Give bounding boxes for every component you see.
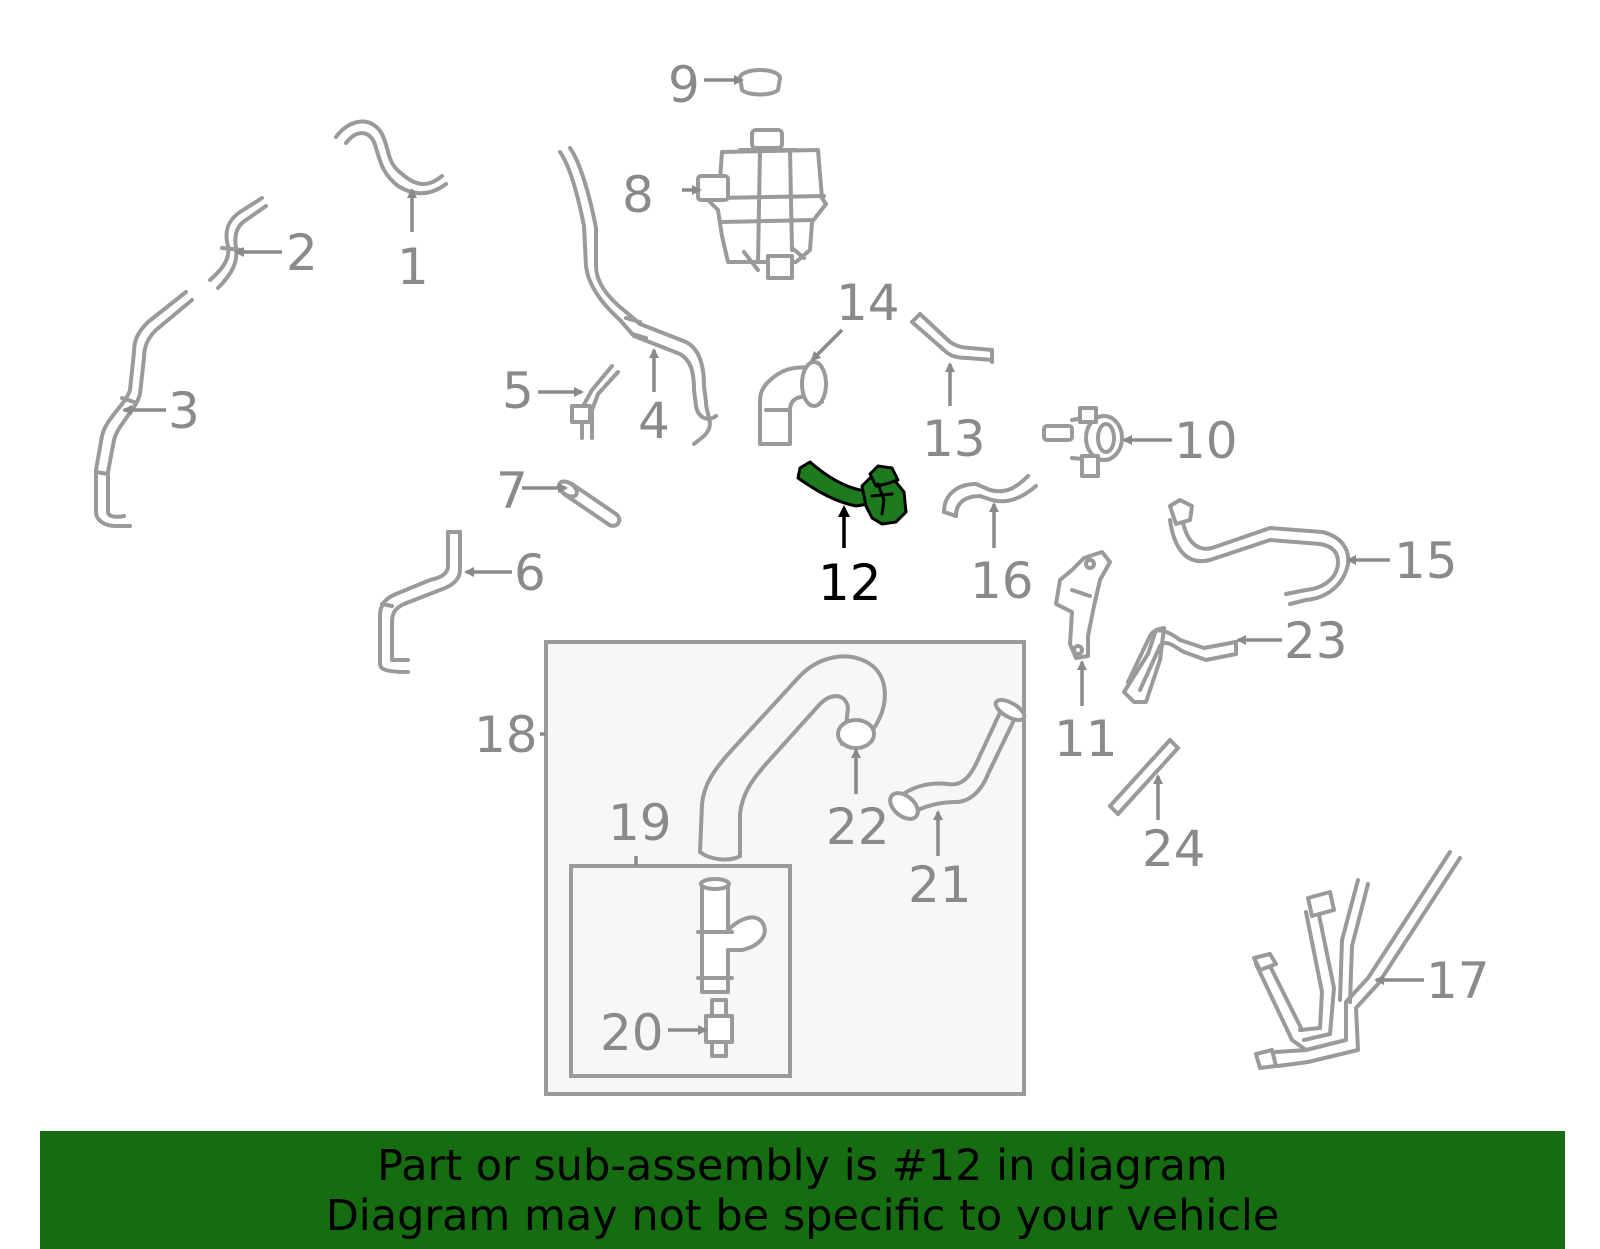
part-11-bracket[interactable] — [1054, 550, 1112, 660]
callout-11: 11 — [1054, 660, 1118, 768]
part-24-rod[interactable] — [1108, 738, 1180, 816]
callout-21: 21 — [908, 810, 972, 914]
callout-2: 2 — [234, 224, 318, 282]
callout-22-label: 22 — [826, 798, 890, 856]
assembly-box-19 — [569, 864, 792, 1078]
callout-24-label: 24 — [1142, 820, 1206, 878]
callout-10: 10 — [1122, 412, 1238, 470]
callout-12-label: 12 — [818, 554, 882, 612]
callout-6-label: 6 — [514, 544, 546, 602]
part-16-hose[interactable] — [942, 474, 1038, 518]
callout-15: 15 — [1346, 532, 1458, 590]
part-6-hose[interactable] — [378, 530, 462, 674]
callout-2-label: 2 — [286, 224, 318, 282]
callout-4: 4 — [638, 348, 670, 450]
callout-22: 22 — [826, 748, 890, 856]
callout-18-label: 18 — [474, 706, 538, 764]
callout-1-label: 1 — [397, 238, 429, 296]
part-13-hose[interactable] — [910, 312, 994, 364]
callout-12: 12 — [818, 505, 882, 612]
callout-3-label: 3 — [168, 382, 200, 440]
part-3-hose[interactable] — [94, 290, 194, 528]
callout-13-label: 13 — [922, 410, 986, 468]
callout-17-label: 17 — [1426, 952, 1490, 1010]
part-5-fitting[interactable] — [570, 364, 620, 440]
callout-7-label: 7 — [496, 462, 528, 520]
callout-14-label: 14 — [836, 274, 900, 332]
part-21-hose[interactable] — [885, 696, 1027, 824]
callout-7: 7 — [496, 462, 568, 520]
callout-11-label: 11 — [1054, 710, 1118, 768]
part-22-hose[interactable] — [698, 654, 887, 862]
banner-line-1: Part or sub-assembly is #12 in diagram — [377, 1141, 1228, 1191]
callout-1: 1 — [397, 188, 429, 296]
callout-5: 5 — [502, 362, 584, 420]
part-23-pipe[interactable] — [1122, 626, 1238, 704]
info-banner: Part or sub-assembly is #12 in diagram D… — [40, 1131, 1565, 1249]
callout-16-label: 16 — [970, 552, 1034, 610]
part-9-cap[interactable] — [738, 68, 782, 97]
callout-17: 17 — [1374, 952, 1490, 1010]
part-1-hose[interactable] — [334, 119, 448, 196]
part-19-tee[interactable] — [696, 877, 767, 994]
callout-14: 14 — [810, 274, 900, 362]
callout-20-label: 20 — [600, 1004, 664, 1062]
part-7-tube[interactable] — [556, 478, 622, 528]
part-4-hose[interactable] — [558, 146, 718, 446]
callout-23-label: 23 — [1284, 612, 1348, 670]
part-12-hose-highlighted[interactable] — [796, 460, 908, 526]
callout-20: 20 — [600, 1004, 708, 1062]
part-2-hose[interactable] — [208, 196, 268, 290]
callout-21-label: 21 — [908, 856, 972, 914]
callout-9-label: 9 — [668, 56, 700, 114]
callout-15-label: 15 — [1394, 532, 1458, 590]
part-15-hose[interactable] — [1168, 498, 1351, 606]
part-14-fitting[interactable] — [758, 360, 828, 446]
callout-19: 19 — [608, 794, 672, 866]
part-17-pipes[interactable] — [1252, 850, 1462, 1070]
callout-10-label: 10 — [1174, 412, 1238, 470]
callout-5-label: 5 — [502, 362, 534, 420]
callout-13: 13 — [922, 362, 986, 468]
callout-4-label: 4 — [638, 392, 670, 450]
callout-18: 18 — [474, 706, 546, 764]
callout-6: 6 — [464, 544, 546, 602]
callout-8-label: 8 — [622, 166, 654, 224]
callout-8: 8 — [622, 166, 702, 224]
banner-line-2: Diagram may not be specific to your vehi… — [325, 1191, 1280, 1241]
part-8-reservoir[interactable] — [696, 128, 828, 280]
part-10-valve[interactable] — [1042, 406, 1124, 478]
callout-24: 24 — [1142, 774, 1206, 878]
callout-23: 23 — [1236, 612, 1348, 670]
callout-3: 3 — [122, 382, 200, 440]
callout-19-label: 19 — [608, 794, 672, 852]
callout-9: 9 — [668, 56, 744, 114]
callout-16: 16 — [970, 502, 1034, 610]
